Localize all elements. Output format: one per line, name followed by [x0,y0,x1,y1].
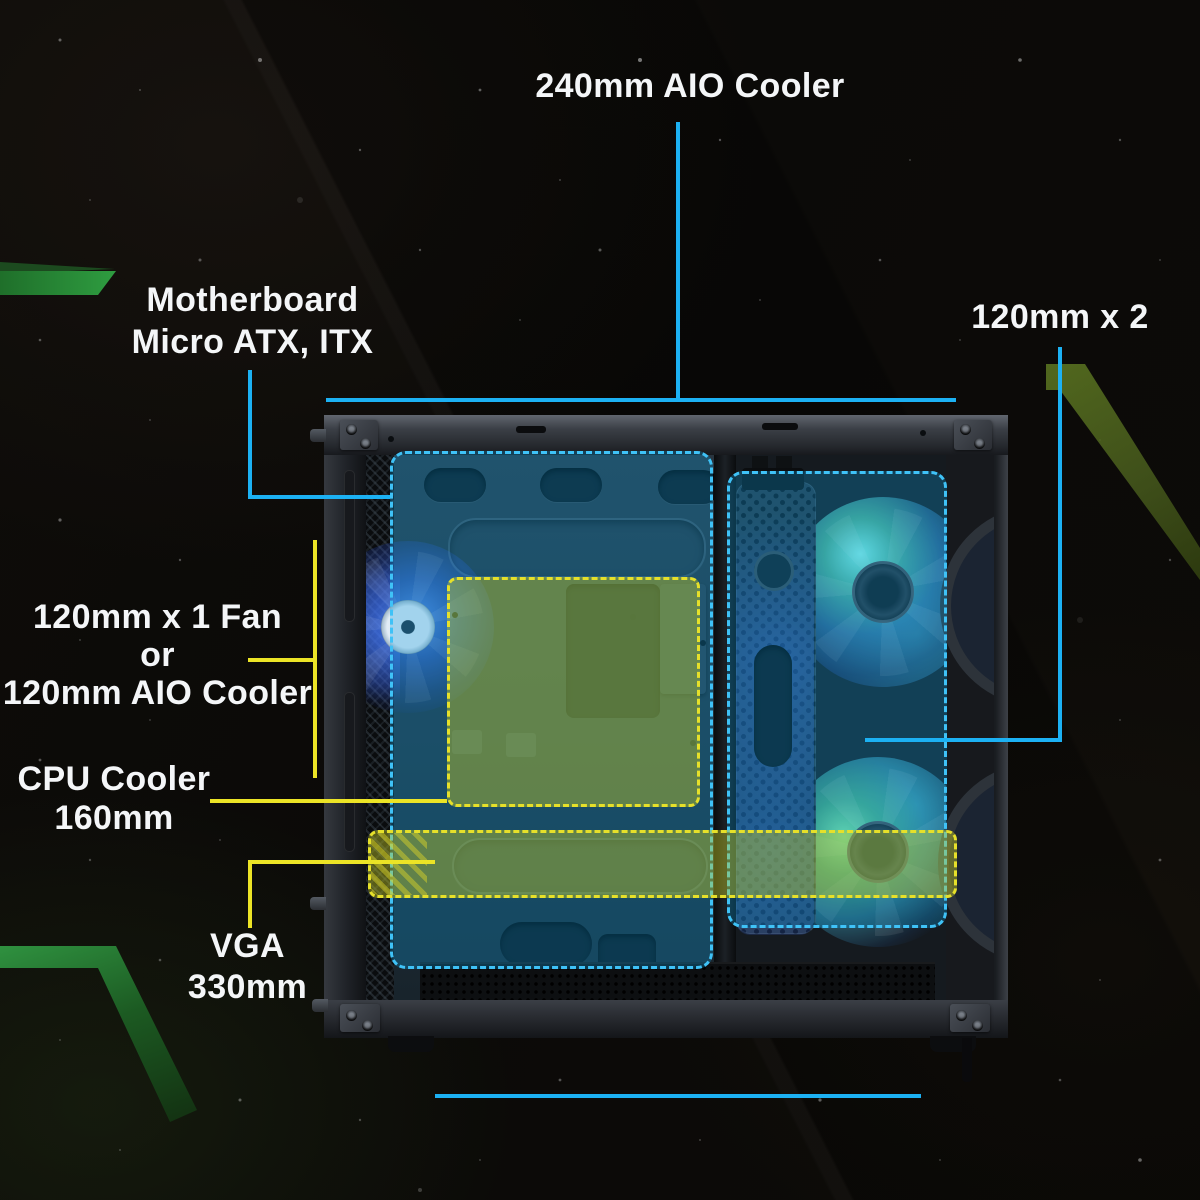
label-vga: VGA 330mm [145,926,350,1008]
green-accent-left-arrow [0,271,116,295]
label-motherboard-line2: Micro ATX, ITX [131,323,374,361]
connector-vga-horizontal [248,860,435,864]
bottom-divider-line [435,1094,921,1098]
frame-vent-slot [344,470,355,622]
bracket-ring-hole [754,551,794,591]
label-front-fan-line1: 120mm x 1 Fan [33,598,282,636]
tray-screw [700,640,706,646]
connector-front-fan-bracket [313,540,317,778]
corner-screw [972,1020,983,1031]
thumbscrew [312,999,328,1012]
top-bar-screw [388,436,394,442]
label-cpu-cooler-line2: 160mm [54,799,174,837]
tray-screw [452,612,458,618]
connector-aio-vertical [676,122,680,400]
case-foot-rod [962,1038,972,1082]
label-vga-line2: 330mm [187,968,308,1006]
case-foot [388,1036,434,1052]
thumbscrew [310,429,326,442]
io-bracket-nub [752,456,768,468]
label-aio-cooler-text: 240mm AIO Cooler [535,67,845,105]
cable-grommet [540,468,602,502]
label-front-fan-line2: or [140,636,175,674]
label-aio-cooler: 240mm AIO Cooler [470,66,910,106]
label-cpu-cooler: CPU Cooler 160mm [8,760,220,838]
cable-grommet [424,468,486,502]
label-front-fan: 120mm x 1 Fan or 120mm AIO Cooler [0,598,315,712]
connector-vga-vertical [248,860,252,928]
cpu-backplate-recess [566,584,660,718]
top-bar-slot [516,426,546,433]
corner-bracket [954,420,992,450]
corner-screw [974,438,985,449]
top-bar-slot [762,423,798,430]
chamber-divider [714,455,736,1000]
top-bar-screw [920,430,926,436]
mount-tab [506,733,536,757]
bracket-slot [754,645,792,767]
label-side-fans: 120mm x 2 [955,297,1165,337]
corner-screw [360,438,371,449]
region-vga-area [368,830,957,898]
case-top-bar [324,415,1008,455]
tray-screw [690,740,696,746]
io-bracket-nub [776,456,792,468]
mount-tab [452,730,482,754]
corner-screw [960,424,971,435]
corner-screw [362,1020,373,1031]
psu-shroud-emboss [452,838,708,894]
label-motherboard: Motherboard Micro ATX, ITX [95,279,410,363]
region-motherboard-area [390,451,713,969]
cable-grommet [658,470,720,504]
tray-screw [630,614,636,620]
region-cpu-cooler-area [447,577,700,807]
label-side-fans-text: 120mm x 2 [971,298,1149,336]
connector-aio-horizontal [326,398,956,402]
connector-side-fans-horizontal [865,738,1062,742]
connector-front-fan-tick [248,658,315,662]
case-bottom-bar [324,1000,1008,1038]
corner-screw [346,1010,357,1021]
corner-screw [346,424,357,435]
connector-side-fans-vertical [1058,347,1062,742]
frame-vent-slot [344,692,355,852]
label-motherboard-line1: Motherboard [146,281,359,319]
corner-screw [956,1010,967,1021]
label-vga-line1: VGA [210,927,285,965]
case-interior [366,455,994,1000]
shroud-cutout [500,922,592,966]
label-cpu-cooler-line1: CPU Cooler [17,760,211,798]
corner-bracket [340,420,378,450]
thumbscrew [310,897,326,910]
vga-region-hatch [371,833,427,895]
label-front-fan-line3: 120mm AIO Cooler [2,674,313,712]
fan-hub [852,561,914,623]
connector-cpu-cooler [210,799,447,803]
region-side-fans-area [727,471,947,928]
connector-motherboard-horizontal [248,495,390,499]
connector-motherboard-vertical [248,370,252,499]
